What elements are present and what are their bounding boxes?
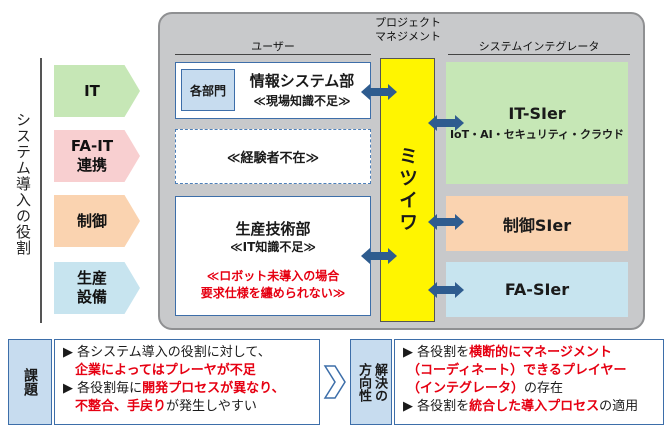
issue-line-red: 企業によってはプレーヤが不足 xyxy=(75,363,256,378)
issue-box: ▶ 各システム導入の役割に対して、 企業によってはプレーヤが不足 ▶ 各役割毎に… xyxy=(54,339,320,425)
double-arrow-icon xyxy=(428,214,464,230)
production-red-note: ≪ロボット未導入の場合要求仕様を纏められない≫ xyxy=(175,268,371,302)
issue-line-text: ▶ 各システム導入の役割に対して、 xyxy=(63,345,271,360)
issue-line-red: 不整合、手戻り xyxy=(75,399,167,414)
no-experience-box: ≪経験者不在≫ xyxy=(175,129,371,184)
category-it-label: IT xyxy=(84,81,100,100)
solution-tag-line2: 方向性 xyxy=(356,362,371,402)
issue-tag-label: 課題 xyxy=(22,368,38,396)
no-experience-text: ≪経験者不在≫ xyxy=(226,151,320,166)
header-user: ユーザー xyxy=(251,40,295,53)
production-note: ≪IT知識不足≫ xyxy=(230,240,316,254)
it-sier-box: IT-SIer IoT・AI・セキュリティ・クラウド xyxy=(446,62,628,184)
solution-line-red: 統合した導入プロセス xyxy=(469,399,600,414)
double-arrow-icon xyxy=(428,115,464,131)
header-integrator-rule xyxy=(448,54,630,55)
control-sier-box: 制御SIer xyxy=(446,196,628,251)
issue-line: 企業によってはプレーヤが不足 xyxy=(63,362,311,380)
it-sier-title: IT-SIer xyxy=(508,104,566,123)
double-arrow-icon xyxy=(361,248,397,264)
double-arrow-icon xyxy=(361,84,397,100)
solution-line-text: の適用 xyxy=(599,399,639,414)
pm-label: ミツイワ xyxy=(396,146,418,234)
solution-line-text: ▶ 各役割を xyxy=(403,345,470,360)
pm-miyawa-column: ミツイワ xyxy=(380,58,435,322)
solution-line-text: の存在 xyxy=(524,381,564,396)
category-facility-line1: 生産 xyxy=(76,269,107,287)
production-box xyxy=(175,196,371,316)
header-pm: プロジェクトマネジメント xyxy=(372,16,444,44)
solution-tag-line1: 解決の xyxy=(372,362,387,402)
solution-tag: 解決の方向性 xyxy=(350,339,392,425)
issue-line: ▶ 各システム導入の役割に対して、 xyxy=(63,344,311,362)
side-label: システム導入の役割 xyxy=(14,112,32,256)
issue-line-red: 開発プロセスが異なり、 xyxy=(142,381,285,396)
info-system-note: ≪現場知識不足≫ xyxy=(253,94,351,108)
it-sier-subtitle: IoT・AI・セキュリティ・クラウド xyxy=(449,128,625,141)
control-sier-label: 制御SIer xyxy=(502,215,572,235)
fa-sier-box: FA-SIer xyxy=(446,262,628,317)
production-red-line1: ≪ロボット未導入の場合 xyxy=(206,269,340,283)
solution-box: ▶ 各役割を横断的にマネージメント （コーディネート）できるプレイヤー （インテ… xyxy=(394,339,664,425)
solution-line-red: （インテグレータ） xyxy=(407,381,525,396)
info-system-title: 情報システム部 xyxy=(249,72,355,90)
header-pm-line1: プロジェクト xyxy=(375,16,441,29)
fa-sier-label: FA-SIer xyxy=(504,280,570,299)
production-red-line2: 要求仕様を纏められない≫ xyxy=(200,286,346,300)
solution-line: ▶ 各役割を統合した導入プロセスの適用 xyxy=(403,398,655,416)
issue-line: ▶ 各役割毎に開発プロセスが異なり、 xyxy=(63,380,311,398)
double-arrow-icon xyxy=(428,282,464,298)
header-integrator: システムインテグレータ xyxy=(478,40,600,53)
category-it: IT xyxy=(54,65,140,117)
category-facility: 生産設備 xyxy=(54,262,140,314)
issue-line: 不整合、手戻りが発生しやすい xyxy=(63,398,311,416)
header-pm-line2: マネジメント xyxy=(375,30,441,43)
issue-line-text: が発生しやすい xyxy=(166,399,257,414)
header-user-rule xyxy=(175,54,371,55)
issue-tag: 課題 xyxy=(8,339,52,425)
solution-line-text: ▶ 各役割を xyxy=(403,399,470,414)
category-control-label: 制御 xyxy=(76,211,107,230)
dept-tag: 各部門 xyxy=(181,69,235,111)
category-facility-line2: 設備 xyxy=(76,288,107,306)
solution-line: （コーディネート）できるプレイヤー xyxy=(403,362,655,380)
chevron-right-icon xyxy=(323,365,346,399)
side-divider xyxy=(40,58,42,323)
solution-line-red: （コーディネート）できるプレイヤー xyxy=(407,363,627,378)
category-fa-it-line2: 連携 xyxy=(76,156,107,174)
solution-line: ▶ 各役割を横断的にマネージメント xyxy=(403,344,655,362)
solution-line: （インテグレータ）の存在 xyxy=(403,380,655,398)
production-title: 生産技術部 xyxy=(235,220,311,238)
category-control: 制御 xyxy=(54,195,140,247)
issue-line-text: ▶ 各役割毎に xyxy=(63,381,143,396)
category-fa-it-line1: FA-IT xyxy=(70,137,114,155)
solution-line-red: 横断的にマネージメント xyxy=(469,345,612,360)
